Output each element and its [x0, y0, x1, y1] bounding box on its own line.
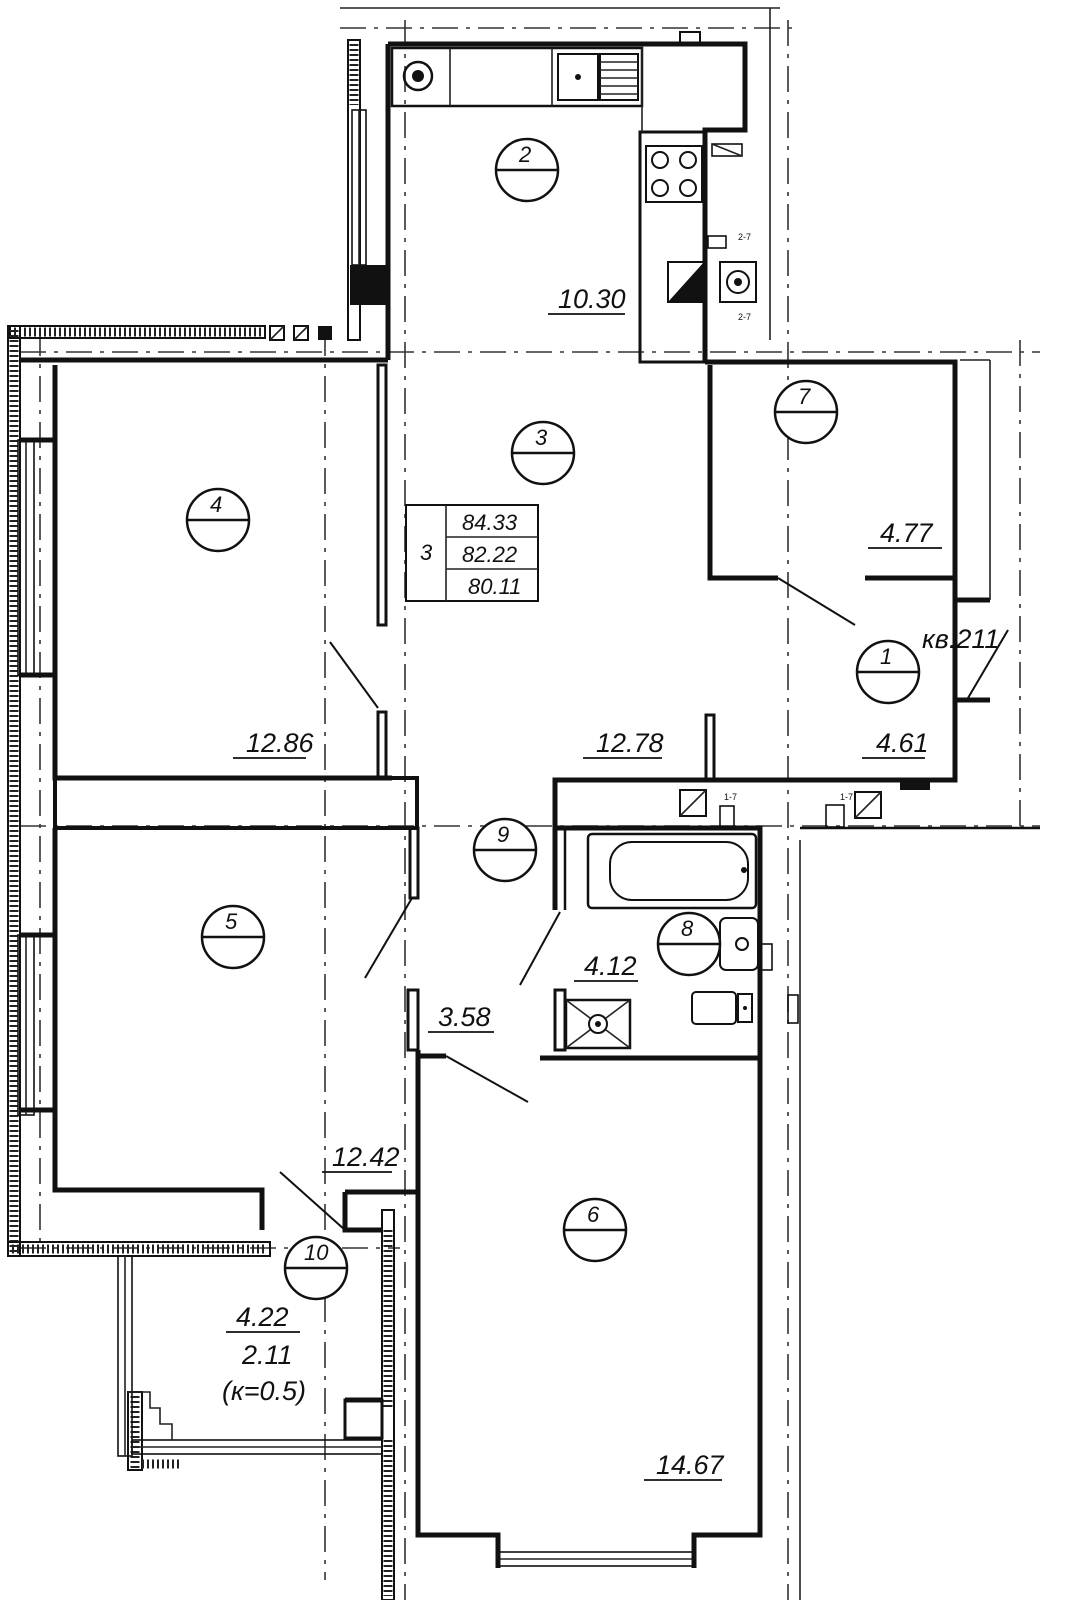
- room-marker-2: 2: [494, 137, 560, 203]
- room-area-7: 4.77: [880, 518, 934, 548]
- riser-label: 1-7: [840, 792, 853, 802]
- room-area-10: 4.22: [236, 1302, 289, 1332]
- stove-icon: [645, 145, 703, 203]
- apartment-area-living-balcony: 82.22: [462, 542, 517, 567]
- room-number: 3: [535, 425, 548, 450]
- washbasin-icon: [719, 917, 773, 971]
- room-marker-8: 8: [656, 911, 722, 977]
- room-areas: 4.61 10.30 12.78 12.86 12.42 14.67 4.77 …: [222, 284, 942, 1481]
- room-number: 8: [681, 916, 694, 941]
- room-area-6: 14.67: [656, 1450, 725, 1480]
- room-marker-7: 7: [773, 379, 839, 445]
- room-number: 5: [225, 909, 238, 934]
- kitchen-sink-icon: [557, 53, 639, 101]
- shower-tray-icon: [564, 998, 632, 1050]
- boiler-icon: [667, 261, 757, 303]
- room-marker-5: 5: [200, 904, 266, 970]
- room-area-10-reduced: 2.11: [241, 1340, 293, 1370]
- apartment-summary-table: 3 84.33 82.22 80.11: [405, 504, 539, 602]
- bathtub-icon: [586, 832, 758, 910]
- room-number: 6: [587, 1202, 600, 1227]
- riser-label: 2-7: [738, 312, 751, 322]
- room-number: 7: [798, 384, 811, 409]
- room-marker-6: 6: [562, 1197, 628, 1263]
- room-area-5: 12.42: [332, 1142, 400, 1172]
- room-area-2: 10.30: [558, 284, 626, 314]
- interior-walls: [20, 7, 1040, 1600]
- room-area-9: 3.58: [438, 1002, 491, 1032]
- room-number: 4: [210, 492, 222, 517]
- apartment-area-net: 80.11: [468, 574, 521, 599]
- apartment-rooms-count: 3: [420, 540, 433, 565]
- apartment-area-total: 84.33: [462, 510, 518, 535]
- room-area-3: 12.78: [596, 728, 664, 758]
- room-area-8: 4.12: [584, 951, 637, 981]
- room-marker-9: 9: [472, 817, 538, 883]
- room-number: 1: [880, 644, 892, 669]
- axis-lines: [20, 20, 1040, 1600]
- kitchen-counter: [390, 46, 644, 108]
- room-marker-10: 10: [283, 1235, 349, 1301]
- riser-label: 1-7: [724, 792, 737, 802]
- room-number: 9: [497, 822, 509, 847]
- exterior-walls: [7, 39, 395, 1600]
- room-marker-3: 3: [510, 420, 576, 486]
- room-number: 2: [518, 142, 531, 167]
- apartment-label: кв.211: [922, 624, 999, 654]
- riser-label: 2-7: [738, 232, 751, 242]
- room-area-1: 4.61: [876, 728, 929, 758]
- washing-machine-icon: [402, 60, 434, 92]
- windows: [17, 109, 695, 1567]
- room-area-4: 12.86: [246, 728, 315, 758]
- room-marker-4: 4: [185, 487, 251, 553]
- room-area-10-coefficient: (к=0.5): [222, 1376, 306, 1406]
- room-number: 10: [304, 1240, 329, 1265]
- doors: [279, 577, 1009, 1231]
- fixtures: 2-7 2-7 1-7 1-7: [269, 31, 882, 1050]
- room-marker-1: 1: [855, 639, 921, 705]
- room-markers: 1 2 3 4 5 6 7: [185, 137, 921, 1301]
- toilet-icon: [691, 991, 753, 1025]
